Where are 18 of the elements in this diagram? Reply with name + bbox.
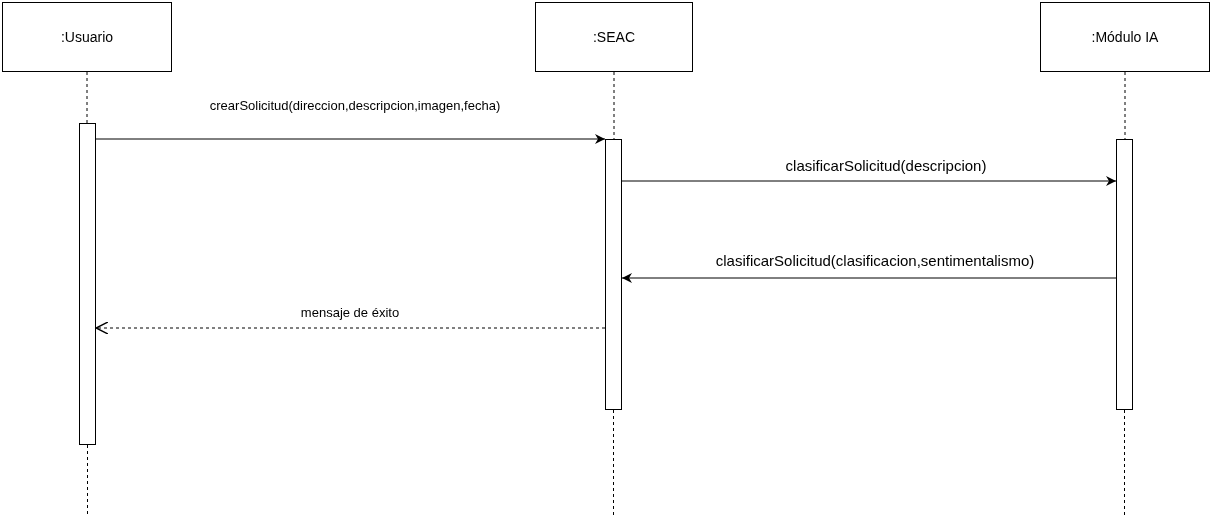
return-arrow (95, 321, 606, 335)
message-label: crearSolicitud(direccion,descripcion,imagen,fecha) (208, 98, 502, 114)
message-label: clasificarSolicitud(descripcion) (784, 157, 988, 175)
activation-bar (79, 123, 96, 445)
message-arrow (621, 273, 1117, 283)
message-label: clasificarSolicitud(clasificacion,sentimentalismo) (714, 252, 1036, 270)
lifeline (613, 409, 614, 517)
message-arrow (621, 176, 1117, 186)
participant-box: :SEAC (535, 2, 693, 72)
lifeline (87, 444, 88, 517)
participant-box: :Módulo IA (1040, 2, 1210, 72)
activation-bar (1116, 139, 1133, 410)
message-arrow (95, 134, 606, 144)
lifeline (86, 71, 88, 124)
lifeline (1124, 409, 1125, 517)
participant-box: :Usuario (2, 2, 172, 72)
activation-bar (605, 139, 622, 410)
message-label: mensaje de éxito (299, 305, 401, 321)
